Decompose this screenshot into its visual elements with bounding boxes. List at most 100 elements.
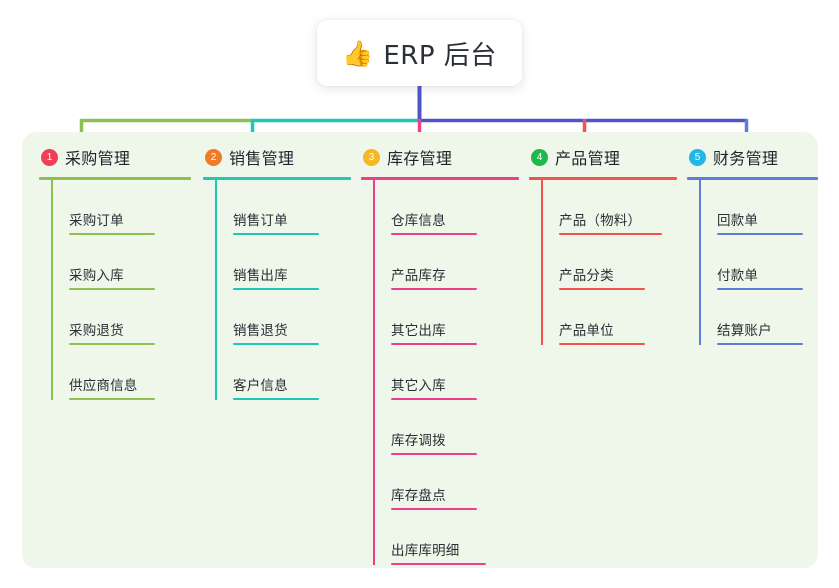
root-node-title: ERP 后台 [383, 40, 497, 71]
list-item[interactable]: 销售订单 [215, 180, 351, 235]
list-item[interactable]: 采购退货 [51, 290, 191, 345]
column-items: 产品（物料） 产品分类 产品单位 [529, 180, 677, 345]
column-items: 回款单 付款单 结算账户 [687, 180, 818, 345]
column-container: 1 采购管理 采购订单 采购入库 采购退货 供应商信息 [22, 132, 818, 568]
list-item[interactable]: 销售退货 [215, 290, 351, 345]
column-header-rule [529, 177, 677, 180]
column-spine [699, 180, 701, 345]
column-header[interactable]: 5 财务管理 [687, 144, 818, 170]
item-label: 销售退货 [233, 323, 288, 340]
column-items: 采购订单 采购入库 采购退货 供应商信息 [39, 180, 191, 400]
column-header-rule [687, 177, 818, 180]
column-items: 销售订单 销售出库 销售退货 客户信息 [203, 180, 351, 400]
column-badge: 3 [363, 148, 380, 166]
list-item[interactable]: 其它入库 [373, 345, 519, 400]
column-header-rule [39, 177, 191, 180]
list-item[interactable]: 供应商信息 [51, 345, 191, 400]
list-item[interactable]: 结算账户 [699, 290, 818, 345]
item-rule [391, 343, 477, 345]
list-item[interactable]: 产品（物料） [541, 180, 677, 235]
column-inventory-management: 3 库存管理 仓库信息 产品库存 其它出库 其它入库 库存调拨 [351, 132, 519, 568]
item-rule [391, 398, 477, 400]
thumbs-up-icon: 👍 [342, 38, 374, 68]
column-badge: 1 [41, 148, 58, 166]
list-item[interactable]: 销售出库 [215, 235, 351, 290]
list-item[interactable]: 采购订单 [51, 180, 191, 235]
item-rule [391, 453, 477, 455]
item-label: 出库库明细 [391, 543, 460, 560]
column-title: 销售管理 [229, 149, 295, 168]
root-node-card[interactable]: 👍 ERP 后台 [317, 20, 522, 86]
list-item[interactable]: 采购入库 [51, 235, 191, 290]
item-label: 销售订单 [233, 213, 288, 230]
item-label: 付款单 [717, 268, 759, 285]
column-badge: 4 [531, 148, 548, 166]
item-rule [233, 288, 319, 290]
column-badge: 5 [689, 148, 706, 166]
item-rule [233, 233, 319, 235]
list-item[interactable]: 库存盘点 [373, 455, 519, 510]
item-rule [233, 343, 319, 345]
item-rule [69, 288, 155, 290]
list-item[interactable]: 其它出库 [373, 290, 519, 345]
item-label: 产品单位 [559, 323, 614, 340]
item-rule [717, 233, 803, 235]
column-title: 产品管理 [555, 149, 621, 168]
list-item[interactable]: 客户信息 [215, 345, 351, 400]
item-rule [391, 233, 477, 235]
item-rule [717, 343, 803, 345]
item-label: 仓库信息 [391, 213, 446, 230]
item-rule [391, 288, 477, 290]
item-label: 产品分类 [559, 268, 614, 285]
item-rule [69, 233, 155, 235]
item-label: 结算账户 [717, 323, 772, 340]
column-sales-management: 2 销售管理 销售订单 销售出库 销售退货 客户信息 [191, 132, 351, 568]
column-product-management: 4 产品管理 产品（物料） 产品分类 产品单位 [519, 132, 677, 568]
list-item[interactable]: 库存调拨 [373, 400, 519, 455]
item-label: 采购入库 [69, 268, 124, 285]
column-spine [51, 180, 53, 400]
column-badge: 2 [205, 148, 222, 166]
item-label: 产品库存 [391, 268, 446, 285]
item-label: 销售出库 [233, 268, 288, 285]
list-item[interactable]: 仓库信息 [373, 180, 519, 235]
list-item[interactable]: 付款单 [699, 235, 818, 290]
item-label: 回款单 [717, 213, 759, 230]
column-header[interactable]: 2 销售管理 [203, 144, 351, 170]
item-label: 产品（物料） [559, 213, 642, 230]
item-label: 供应商信息 [69, 378, 138, 395]
item-label: 客户信息 [233, 378, 288, 395]
item-label: 其它出库 [391, 323, 446, 340]
item-label: 采购退货 [69, 323, 124, 340]
column-header[interactable]: 1 采购管理 [39, 144, 191, 170]
column-spine [215, 180, 217, 400]
list-item[interactable]: 回款单 [699, 180, 818, 235]
column-spine [373, 180, 375, 565]
list-item[interactable]: 出库库明细 [373, 510, 519, 565]
item-rule [717, 288, 803, 290]
item-label: 其它入库 [391, 378, 446, 395]
column-title: 采购管理 [65, 149, 131, 168]
column-title: 财务管理 [713, 149, 779, 168]
item-rule [559, 288, 645, 290]
column-header[interactable]: 3 库存管理 [361, 144, 519, 170]
list-item[interactable]: 产品分类 [541, 235, 677, 290]
column-title: 库存管理 [387, 149, 453, 168]
list-item[interactable]: 产品单位 [541, 290, 677, 345]
column-header-rule [203, 177, 351, 180]
list-item[interactable]: 产品库存 [373, 235, 519, 290]
column-items: 仓库信息 产品库存 其它出库 其它入库 库存调拨 库存盘点 [361, 180, 519, 565]
column-purchase-management: 1 采购管理 采购订单 采购入库 采购退货 供应商信息 [22, 132, 191, 568]
item-label: 采购订单 [69, 213, 124, 230]
item-rule [391, 563, 486, 565]
item-label: 库存调拨 [391, 433, 446, 450]
item-rule [559, 233, 662, 235]
column-header[interactable]: 4 产品管理 [529, 144, 677, 170]
item-label: 库存盘点 [391, 488, 446, 505]
column-spine [541, 180, 543, 345]
item-rule [391, 508, 477, 510]
item-rule [233, 398, 319, 400]
column-finance-management: 5 财务管理 回款单 付款单 结算账户 [677, 132, 818, 568]
item-rule [69, 343, 155, 345]
diagram-panel [22, 132, 818, 568]
